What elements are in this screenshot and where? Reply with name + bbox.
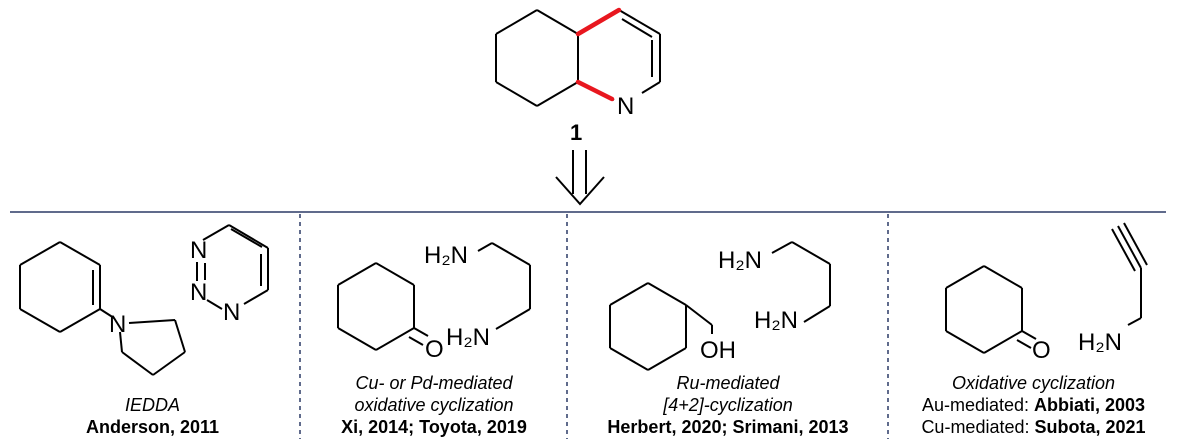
- panel2-method-1: Cu- or Pd-mediated: [355, 373, 513, 393]
- panel2-method-2: oxidative cyclization: [354, 395, 514, 415]
- panel3-method-1: Ru-mediated: [676, 373, 780, 393]
- panel4-reference-cu: Cu-mediated: Subota, 2021: [890, 416, 1177, 438]
- triazine-n3: N: [223, 299, 240, 326]
- panel4-caption: Oxidative cyclization Au-mediated: Abbia…: [890, 372, 1177, 438]
- panel4-reference-au: Au-mediated: Abbiati, 2003: [890, 394, 1177, 416]
- panel3-structures: [609, 241, 831, 371]
- highlighted-bonds: [575, 7, 622, 102]
- panel4-method: Oxidative cyclization: [951, 373, 1116, 393]
- alcohol-oh: OH: [700, 337, 736, 364]
- panel3-reference: Herbert, 2020; Srimani, 2013: [607, 417, 849, 437]
- target-nitrogen: N: [617, 93, 634, 120]
- ketone-oxygen-2: O: [1032, 337, 1051, 364]
- panel-dividers: [299, 214, 889, 439]
- triazine-n2: N: [190, 279, 207, 306]
- compound-number: 1: [570, 120, 582, 145]
- panel1-method: IEDDA: [124, 395, 180, 415]
- amine-5: H₂N: [1078, 329, 1122, 356]
- panel1-reference: Anderson, 2011: [85, 417, 220, 437]
- panel2-structures: [337, 242, 531, 351]
- amine-3: H₂N: [718, 247, 762, 274]
- enamine-nitrogen: N: [109, 311, 126, 338]
- panel3-method-2: [4+2]-cyclization: [663, 395, 793, 415]
- amine-4: H₂N: [754, 307, 798, 334]
- panel1-caption: IEDDA Anderson, 2011: [10, 394, 295, 438]
- panel1-structures: [19, 224, 269, 376]
- panel2-caption: Cu- or Pd-mediated oxidative cyclization…: [302, 372, 566, 438]
- panel2-reference: Xi, 2014; Toyota, 2019: [341, 417, 527, 437]
- cu-reference: Subota, 2021: [1034, 417, 1146, 437]
- ketone-oxygen: O: [425, 336, 444, 363]
- panel4-structures: [945, 222, 1148, 354]
- amine-1: H₂N: [424, 242, 468, 269]
- retro-arrow: [555, 150, 605, 206]
- au-prefix: Au-mediated:: [921, 395, 1034, 415]
- cu-prefix: Cu-mediated:: [921, 417, 1035, 437]
- panel3-caption: Ru-mediated [4+2]-cyclization Herbert, 2…: [568, 372, 888, 438]
- au-reference: Abbiati, 2003: [1034, 395, 1146, 415]
- target-molecule: [495, 9, 661, 107]
- amine-2: H₂N: [446, 324, 490, 351]
- triazine-n1: N: [190, 237, 207, 264]
